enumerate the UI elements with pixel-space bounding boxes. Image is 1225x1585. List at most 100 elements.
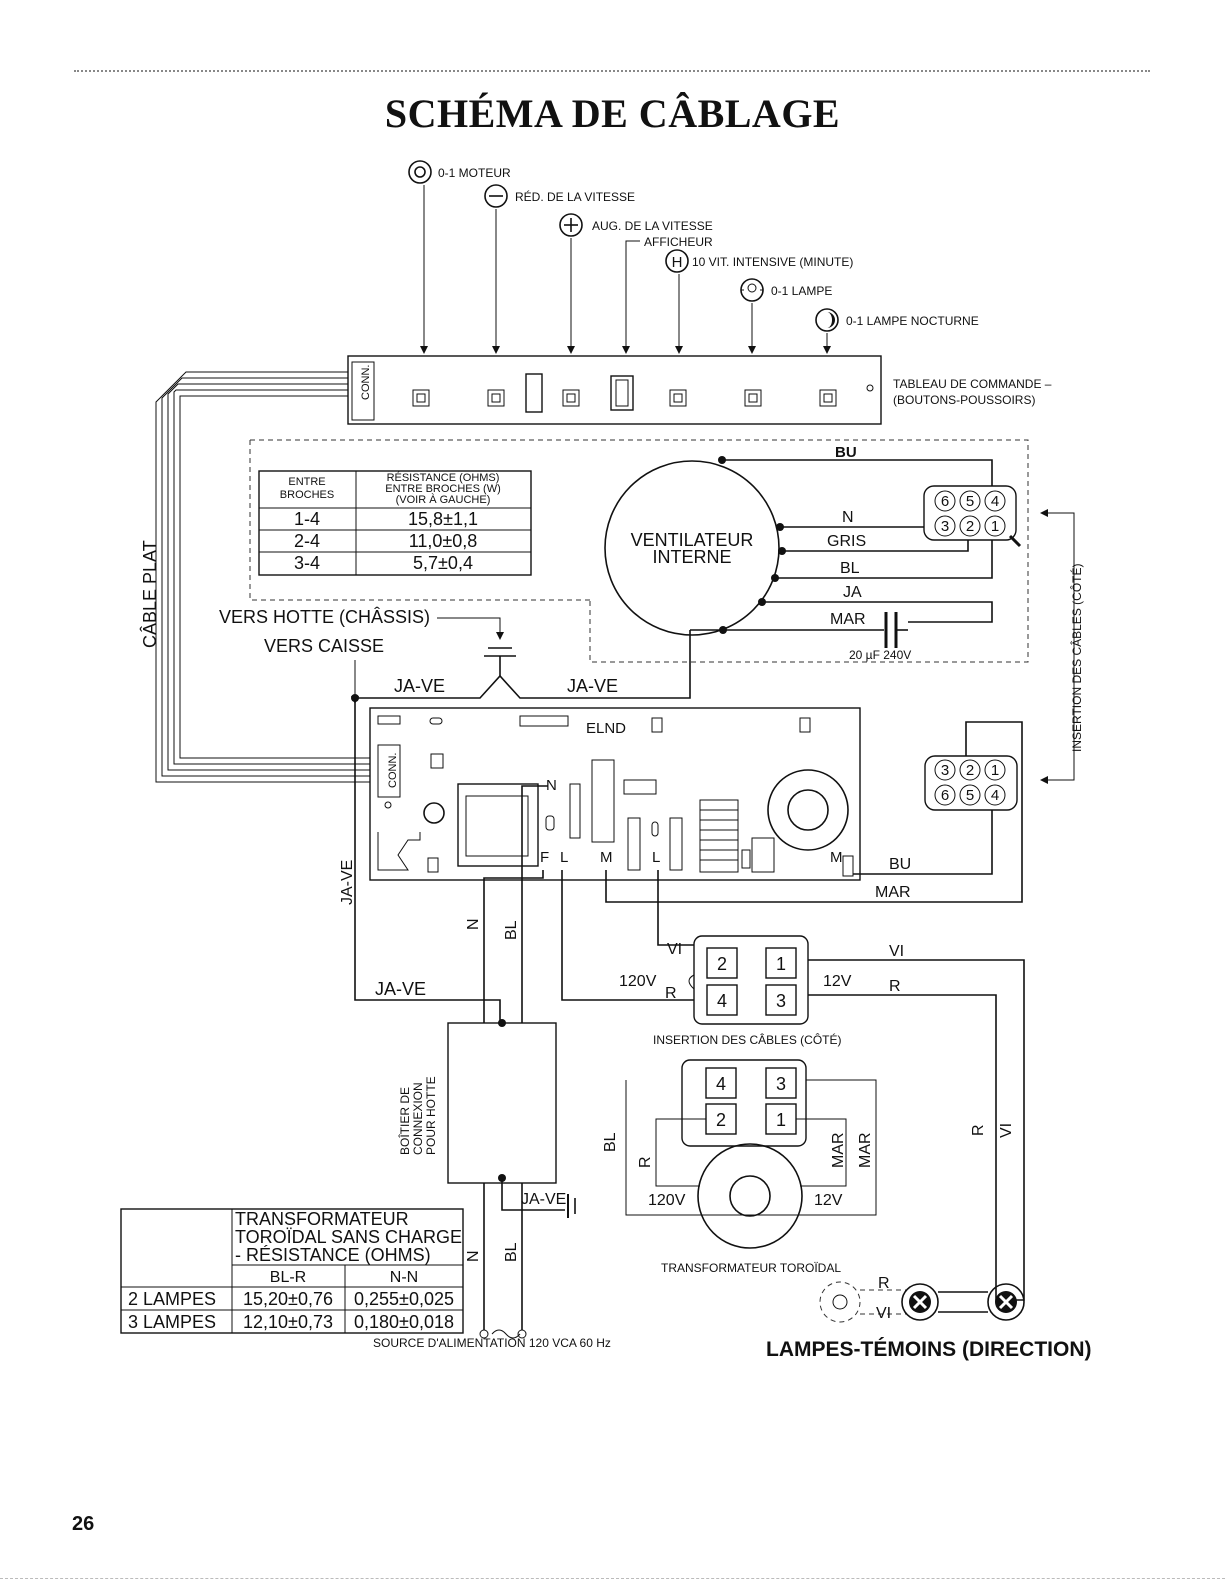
top-rule — [74, 70, 1150, 72]
fan-wire-bu: BU — [835, 444, 857, 461]
tc-12v: 12V — [823, 973, 852, 990]
board-pin-6: 6 — [941, 787, 949, 804]
fan-table-header-1b: BROCHES — [280, 489, 334, 501]
ground-ja-ve-2: JA-VE — [567, 676, 618, 696]
fan-resistance-table: ENTRE BROCHES RÉSISTANCE (OHMS) ENTRE BR… — [258, 470, 532, 576]
wire-label-n-1: N — [465, 918, 482, 930]
fan-table-pins-2: 2-4 — [294, 531, 320, 551]
board-pin-1: 1 — [991, 762, 999, 779]
tt-120v: 120V — [648, 1192, 686, 1209]
toroidal-transformer — [625, 1059, 877, 1249]
legend-label-speed-down: RÉD. DE LA VITESSE — [515, 189, 635, 204]
fan-table-header-1a: ENTRE — [288, 476, 325, 488]
control-panel-label-1: TABLEAU DE COMMANDE – — [893, 377, 1052, 391]
fan-pin-6: 6 — [941, 493, 949, 510]
power-icon — [408, 160, 432, 184]
legend-label-lamp: 0-1 LAMPE — [771, 284, 832, 298]
wire-r-right: R — [889, 978, 901, 995]
fan-wire-mar: MAR — [830, 611, 866, 628]
legend-label-display: AFFICHEUR — [644, 235, 713, 249]
ground-box-label: VERS CAISSE — [264, 636, 384, 656]
tc-wire-r: R — [665, 985, 677, 1002]
tt-pin-3: 3 — [776, 1074, 786, 1094]
tt-table-row-2-label: 3 LAMPES — [128, 1312, 216, 1332]
junction-box-line-3: POUR HOTTE — [424, 1076, 438, 1155]
left-ja-ve: JA-VE — [339, 860, 356, 905]
tt-table-row-1-blr: 15,20±0,76 — [243, 1289, 333, 1309]
tt-table-row-1-nn: 0,255±0,025 — [354, 1289, 454, 1309]
board-pin-l1: L — [560, 849, 568, 866]
board-connector — [924, 755, 1018, 811]
board-pin-4: 4 — [991, 787, 999, 804]
side-insertion-label: INSERTION DES CÂBLES (CÔTÉ) — [1069, 564, 1084, 752]
ground-hood-label: VERS HOTTE (CHÂSSIS) — [219, 607, 430, 627]
fan-motor — [604, 460, 780, 636]
board-pin-2: 2 — [966, 762, 974, 779]
fan-pin-3: 3 — [941, 518, 949, 535]
board-pin-m2: M — [830, 849, 843, 866]
tt-table-col-blr: BL-R — [270, 1269, 306, 1286]
wire-label-n-2: N — [465, 1250, 482, 1262]
board-pin-3: 3 — [941, 762, 949, 779]
wire-vi-right: VI — [889, 943, 904, 960]
fan-wire-ja: JA — [843, 584, 862, 601]
ground-symbol — [484, 647, 516, 676]
fan-wire-n: N — [842, 509, 854, 526]
main-board — [369, 707, 861, 881]
fan-table-value-2: 11,0±0,8 — [409, 531, 478, 551]
tt-table-row-2-blr: 12,10±0,73 — [243, 1312, 333, 1332]
power-source-label: SOURCE D'ALIMENTATION 120 VCA 60 Hz — [373, 1336, 611, 1350]
fan-table-pins-3: 3-4 — [294, 553, 320, 573]
tt-label: TRANSFORMATEUR TOROÏDAL — [661, 1261, 841, 1275]
junction-ja-ve: JA-VE — [521, 1191, 566, 1208]
lamp-wire-r: R — [878, 1275, 890, 1292]
fan-wire-bl: BL — [840, 560, 860, 577]
capacitor-label: 20 µF 240V — [849, 648, 911, 662]
junction-box — [447, 1019, 557, 1184]
fan-table-value-1: 15,8±1,1 — [408, 509, 478, 529]
legend-label-speed-up: AUG. DE LA VITESSE — [592, 219, 713, 233]
fan-wire-gris: GRIS — [827, 533, 866, 550]
fan-connector — [923, 485, 1022, 548]
tc-pin-2: 2 — [717, 954, 727, 974]
lamp-icon — [740, 278, 764, 302]
board-pin-n: N — [546, 777, 557, 794]
tc-pin-1: 1 — [776, 954, 786, 974]
tt-table-title-3: - RÉSISTANCE (OHMS) — [235, 1245, 431, 1265]
fan-table-header-2a: RÉSISTANCE (OHMS) — [387, 471, 500, 484]
transformer-resistance-table — [120, 1208, 464, 1334]
fan-pin-5: 5 — [966, 493, 974, 510]
lamp-wire-vi: VI — [876, 1305, 891, 1322]
fan-label-1: VENTILATEUR — [631, 530, 754, 550]
fan-table-pins-1: 1-4 — [294, 509, 320, 529]
fan-table-header-2b: ENTRE BROCHES (W) — [385, 483, 501, 495]
wire-r-vertical: R — [970, 1124, 987, 1136]
junction-box-line-2: CONNEXION — [411, 1082, 425, 1155]
night-lamp-icon — [815, 308, 839, 332]
legend-label-boost: 10 VIT. INTENSIVE (MINUTE) — [692, 255, 853, 269]
tc-120v: 120V — [619, 973, 657, 990]
lamp-optional-icon — [819, 1281, 861, 1323]
board-pin-m1: M — [600, 849, 613, 866]
flat-cable — [155, 371, 370, 783]
control-panel: CONN. — [347, 355, 882, 425]
ja-ve-label-lower: JA-VE — [375, 979, 426, 999]
board-pin-f: F — [540, 849, 549, 866]
tt-12v: 12V — [814, 1192, 843, 1209]
wire-vi-vertical: VI — [998, 1123, 1015, 1138]
tt-table-row-2-nn: 0,180±0,018 — [354, 1312, 454, 1332]
tt-pin-1: 1 — [776, 1110, 786, 1130]
board-pin-l2: L — [652, 849, 660, 866]
transformer-insertion-connector — [688, 935, 809, 1025]
wire-label-bl-2: BL — [503, 1242, 520, 1262]
ground-ja-ve-1: JA-VE — [394, 676, 445, 696]
minus-icon — [484, 184, 508, 208]
plus-icon — [559, 213, 583, 237]
page-number: 26 — [72, 1513, 95, 1535]
tc-pin-4: 4 — [717, 991, 727, 1011]
button-legend: 0-1 MOTEUR RÉD. DE LA VITESSE AUG. DE LA… — [408, 160, 979, 354]
lamps-label: LAMPES-TÉMOINS (DIRECTION) — [766, 1338, 1092, 1361]
tc-label: INSERTION DES CÂBLES (CÔTÉ) — [653, 1032, 841, 1047]
fan-table-value-3: 5,7±0,4 — [413, 553, 473, 573]
